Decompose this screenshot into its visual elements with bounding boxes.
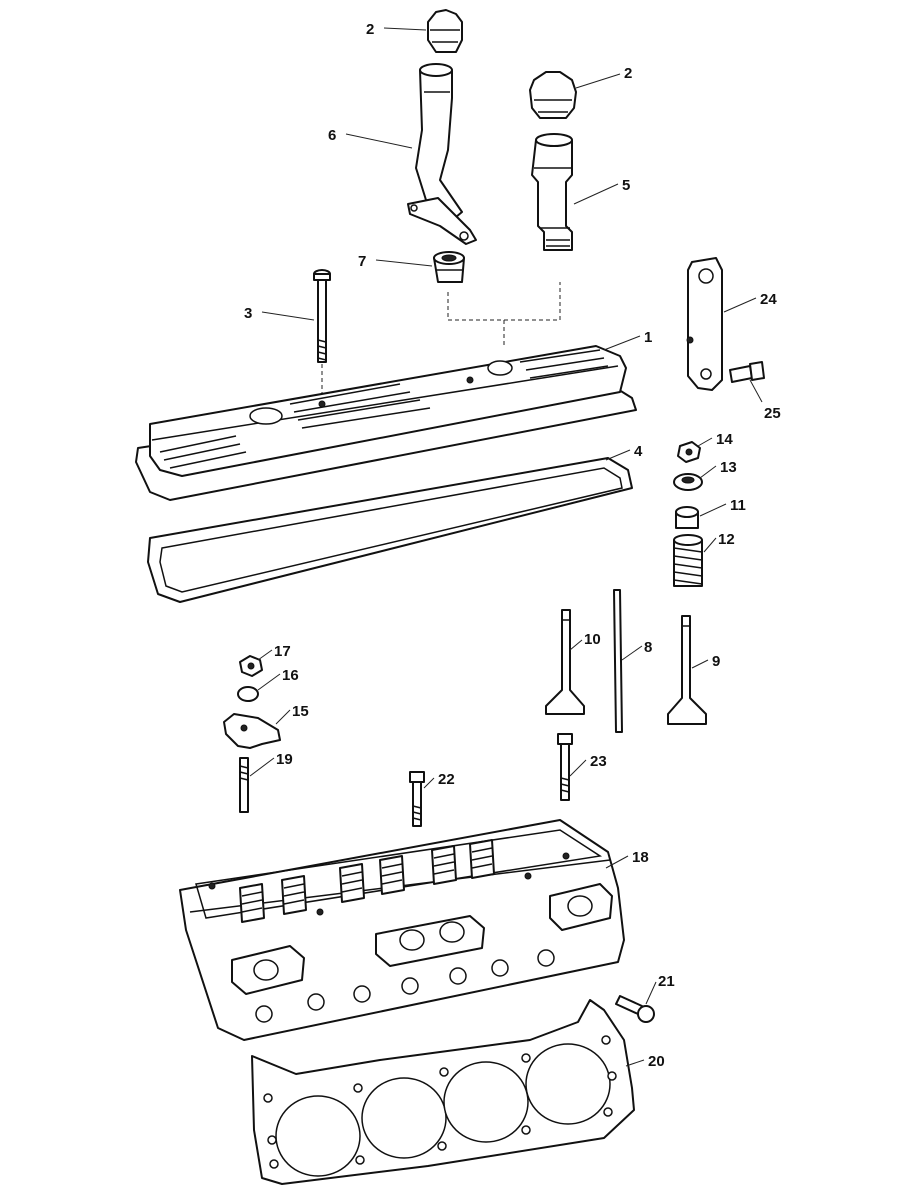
leader-22 (423, 777, 435, 789)
oil-filler-tube (531, 133, 573, 251)
leader-24 (723, 297, 757, 313)
leader-18 (605, 855, 629, 869)
leader-17 (257, 649, 273, 661)
leader-9 (691, 659, 709, 669)
callout-8: 8 (644, 639, 652, 656)
cover-bolt (313, 269, 331, 400)
grommet (433, 251, 465, 283)
callout-15: 15 (292, 703, 309, 720)
leader-5 (573, 183, 619, 205)
callout-17: 17 (274, 643, 291, 660)
valve-seal (675, 506, 699, 529)
leader-11 (699, 503, 727, 517)
rocker-nut (239, 655, 263, 677)
callout-21: 21 (658, 973, 675, 990)
callout-13: 13 (720, 459, 737, 476)
callout-14: 14 (716, 431, 733, 448)
leader-25 (749, 379, 763, 403)
leader-20 (625, 1059, 645, 1067)
callout-7: 7 (358, 253, 366, 270)
leader-4 (605, 449, 631, 461)
exhaust-valve (667, 615, 707, 725)
rocker-stud (239, 757, 249, 813)
callout-23: 23 (590, 753, 607, 770)
callout-12: 12 (718, 531, 735, 548)
callout-20: 20 (648, 1053, 665, 1070)
leader-3 (261, 311, 315, 321)
mounting-bracket (686, 257, 723, 391)
leader-16 (257, 673, 281, 691)
leader-2b (575, 73, 621, 89)
callout-19: 19 (276, 751, 293, 768)
head-bolt-long (557, 733, 573, 801)
head-gasket (251, 999, 635, 1185)
pushrod (613, 589, 623, 733)
rocker-nut-small (677, 441, 701, 463)
leader-10 (569, 639, 583, 651)
leader-1 (603, 335, 641, 351)
callout-9: 9 (712, 653, 720, 670)
callout-25: 25 (764, 405, 781, 422)
callout-5: 5 (622, 177, 630, 194)
callout-4: 4 (634, 443, 643, 460)
leader-6 (345, 133, 413, 149)
callout-10: 10 (584, 631, 601, 648)
leader-12 (703, 537, 717, 553)
callout-22: 22 (438, 771, 455, 788)
bracket-bolt (729, 361, 765, 383)
callout-18: 18 (632, 849, 649, 866)
callout-24: 24 (760, 291, 777, 308)
leader-8 (621, 645, 643, 661)
callout-11: 11 (730, 497, 746, 514)
oil-filler-cap-left (427, 9, 463, 53)
head-bolt-short (409, 771, 425, 827)
rocker-ball (237, 686, 259, 702)
callout-2-cap-right: 2 (624, 65, 632, 82)
leader-15 (275, 709, 291, 725)
assembly-line (447, 282, 561, 321)
callout-1: 1 (644, 329, 652, 346)
head-plug (615, 995, 655, 1023)
breather-tube (407, 63, 477, 245)
intake-valve (545, 609, 585, 715)
cylinder-head (179, 819, 625, 1041)
callout-6: 6 (328, 127, 336, 144)
callout-2-cap-left: 2 (366, 21, 374, 38)
leader-23 (569, 759, 587, 777)
callout-16: 16 (282, 667, 299, 684)
valve-cover (135, 345, 637, 501)
leader-19 (249, 757, 275, 777)
valve-cover-gasket (147, 457, 633, 603)
rocker-arm (223, 713, 281, 749)
leader-14 (697, 437, 713, 447)
leader-2a (383, 27, 427, 31)
valve-spring (673, 534, 703, 587)
spring-retainer (673, 473, 703, 491)
leader-7 (375, 259, 433, 267)
leader-21 (645, 981, 657, 1005)
leader-13 (699, 465, 717, 479)
oil-filler-cap-right (529, 71, 577, 119)
callout-3: 3 (244, 305, 252, 322)
